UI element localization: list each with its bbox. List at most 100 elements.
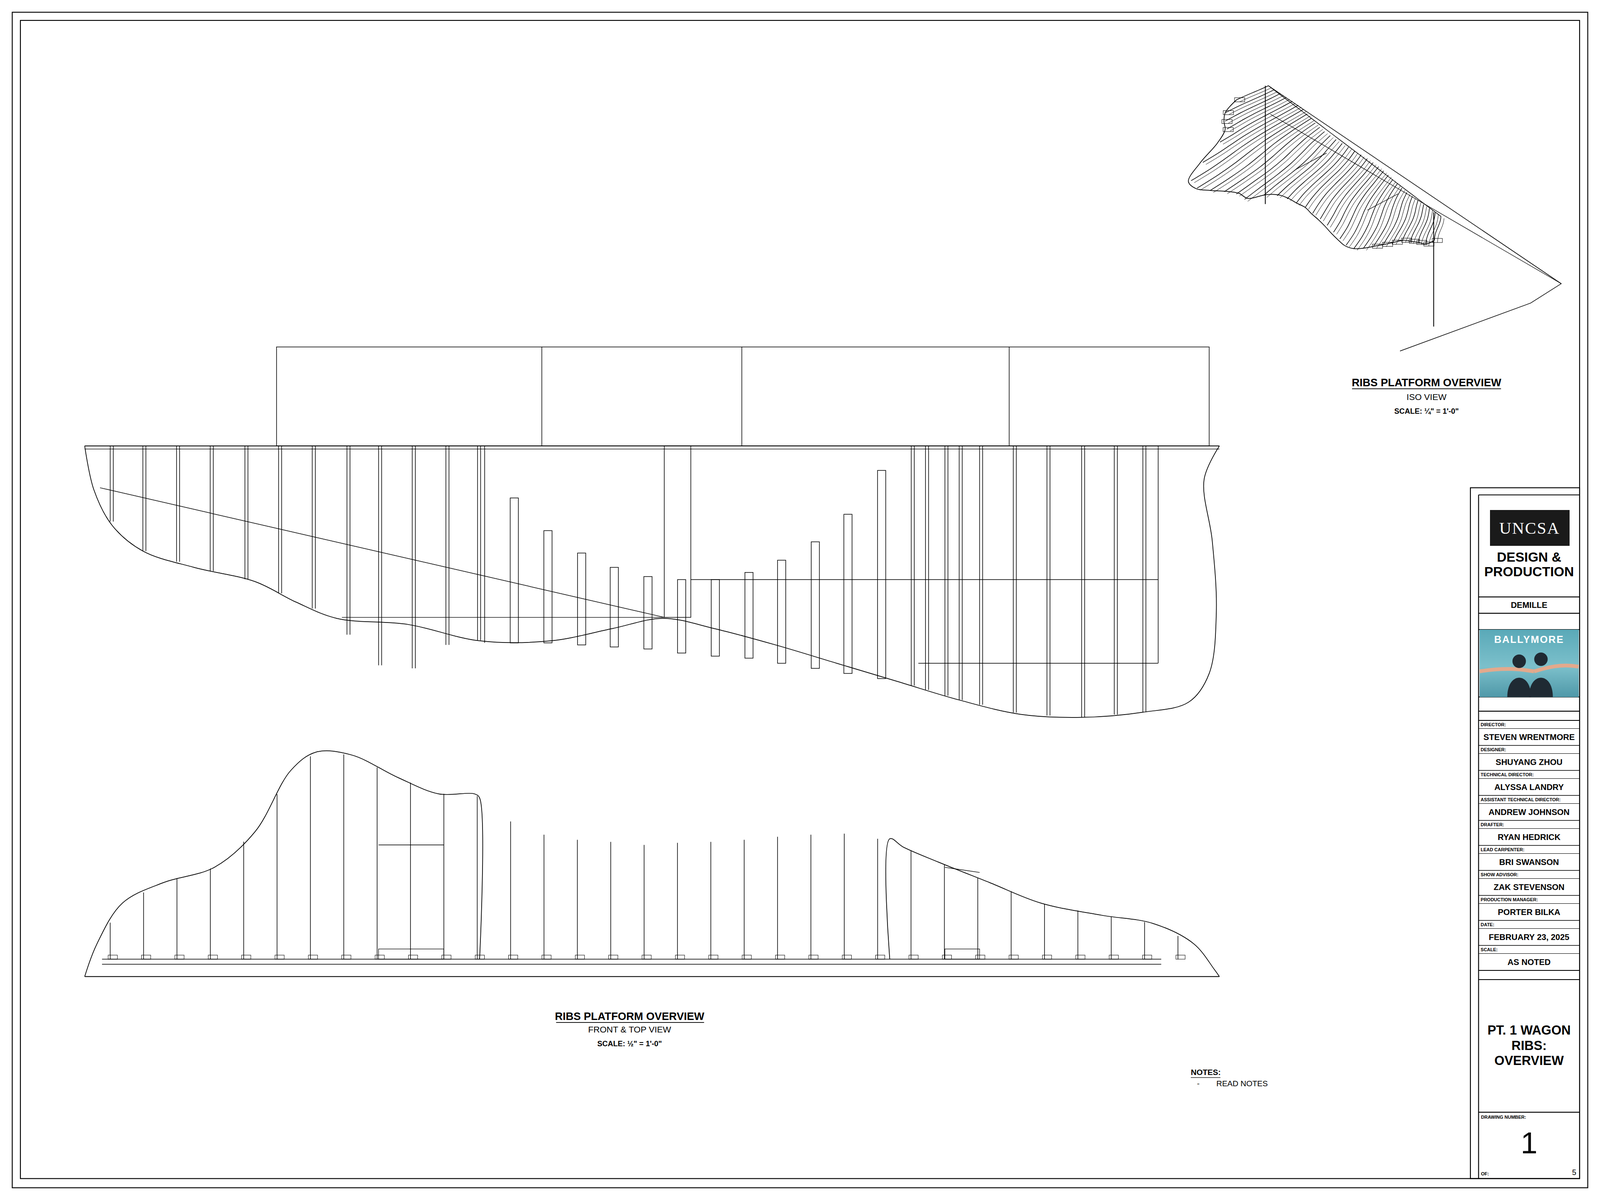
stringer (341, 617, 665, 618)
credit-name: ALYSSA LANDRY (1478, 778, 1580, 796)
field-label: DRAWING NUMBER: (1481, 1114, 1527, 1120)
rib (1081, 445, 1082, 718)
rib (910, 850, 912, 960)
rib (910, 445, 912, 686)
rib (643, 845, 645, 960)
rib-cleat (675, 955, 685, 960)
rib (1049, 445, 1050, 716)
title-underline (1352, 388, 1502, 390)
rib-cleat (542, 955, 552, 960)
credit-name: ANDREW JOHNSON (1478, 803, 1580, 821)
rib (710, 841, 711, 960)
base-line (102, 964, 1162, 965)
credit-cell-line (1478, 895, 1580, 896)
credit-name: FEBRUARY 23, 2025 (1478, 928, 1580, 946)
iso-rib (1227, 125, 1319, 194)
rib (378, 445, 379, 666)
rib (477, 796, 478, 960)
stringer (690, 579, 1159, 580)
title-block-line (1478, 720, 1580, 721)
rib-profile-outline (84, 445, 1220, 718)
show-art (1479, 629, 1579, 698)
rib (480, 445, 481, 641)
rib (1177, 935, 1178, 960)
rib (410, 782, 411, 960)
iso-rib (1228, 95, 1284, 123)
credit-role: DRAFTER: (1478, 820, 1580, 829)
figure-head (1512, 654, 1526, 668)
rib-line (1157, 445, 1159, 664)
iso-rib (1312, 154, 1361, 214)
rib (979, 445, 980, 705)
rib-cleat (1142, 955, 1152, 960)
credit-role: DESIGNER: (1478, 745, 1580, 754)
credit-cell: DATE:FEBRUARY 23, 2025 (1478, 920, 1580, 946)
drawing-number: 1 (1478, 1127, 1580, 1158)
rib (243, 841, 244, 960)
sheet-count: 5 (1572, 1168, 1577, 1178)
short-rib (877, 470, 886, 679)
credit-name: RYAN HEDRICK (1478, 828, 1580, 846)
iso-cleat (1222, 119, 1233, 124)
iso-spine (1268, 85, 1441, 217)
rib (112, 445, 114, 522)
rib (958, 445, 960, 700)
rib (381, 445, 382, 666)
short-rib (543, 530, 553, 643)
rib (143, 892, 144, 960)
title-block-line (1478, 1111, 1580, 1113)
figure-body (1507, 677, 1532, 698)
rib (145, 445, 146, 551)
rib-cleat (408, 955, 418, 960)
credit-cell: LEAD CARPENTER:BRI SWANSON (1478, 845, 1580, 871)
title-block-line (1478, 494, 1580, 496)
show-art-cell: BALLYMORE (1479, 629, 1579, 698)
rib-cleat (375, 955, 385, 960)
view-scale: SCALE: ¼" = 1'-0" (1394, 406, 1459, 416)
title-block-line (1478, 710, 1580, 712)
credit-role: PRODUCTION MANAGER: (1478, 895, 1580, 904)
rib (510, 821, 511, 960)
iso-rib (1239, 87, 1272, 103)
rib (677, 842, 678, 960)
rib (276, 794, 278, 960)
deck-joint (541, 347, 543, 447)
rib (944, 864, 945, 960)
iso-rib (1194, 111, 1307, 183)
rib-cleat (842, 955, 852, 960)
iso-rib (1330, 164, 1377, 228)
rib (947, 445, 948, 696)
rib-cleat (1009, 955, 1019, 960)
rib (278, 445, 279, 594)
notes-heading: NOTES: (1190, 1067, 1221, 1078)
rib (110, 922, 111, 960)
credit-cell-line (1478, 945, 1580, 946)
rib (944, 445, 945, 696)
logo-box: UNCSA (1490, 510, 1570, 546)
credit-cell-line (1478, 845, 1580, 846)
iso-rib (1247, 133, 1328, 202)
iso-rib (1299, 149, 1352, 206)
stringer (378, 844, 445, 845)
department-name: DESIGN & PRODUCTION (1478, 550, 1580, 579)
rib (315, 445, 316, 609)
rib (1117, 445, 1118, 715)
figure-body (1529, 677, 1553, 698)
rib-cleat (441, 955, 451, 960)
rib (415, 445, 416, 669)
iso-rib (1349, 177, 1392, 248)
rib (376, 767, 378, 960)
short-rib (745, 572, 754, 659)
iso-rib (1308, 152, 1358, 210)
iso-rib (1266, 137, 1334, 198)
rib (810, 834, 811, 960)
rib (1015, 445, 1017, 713)
rib (1142, 445, 1143, 713)
venue-name: DEMILLE (1510, 600, 1548, 610)
base-line (102, 958, 1162, 960)
credit-role: DIRECTOR: (1478, 720, 1580, 729)
credit-cell-line (1478, 970, 1580, 971)
rib (412, 445, 413, 669)
